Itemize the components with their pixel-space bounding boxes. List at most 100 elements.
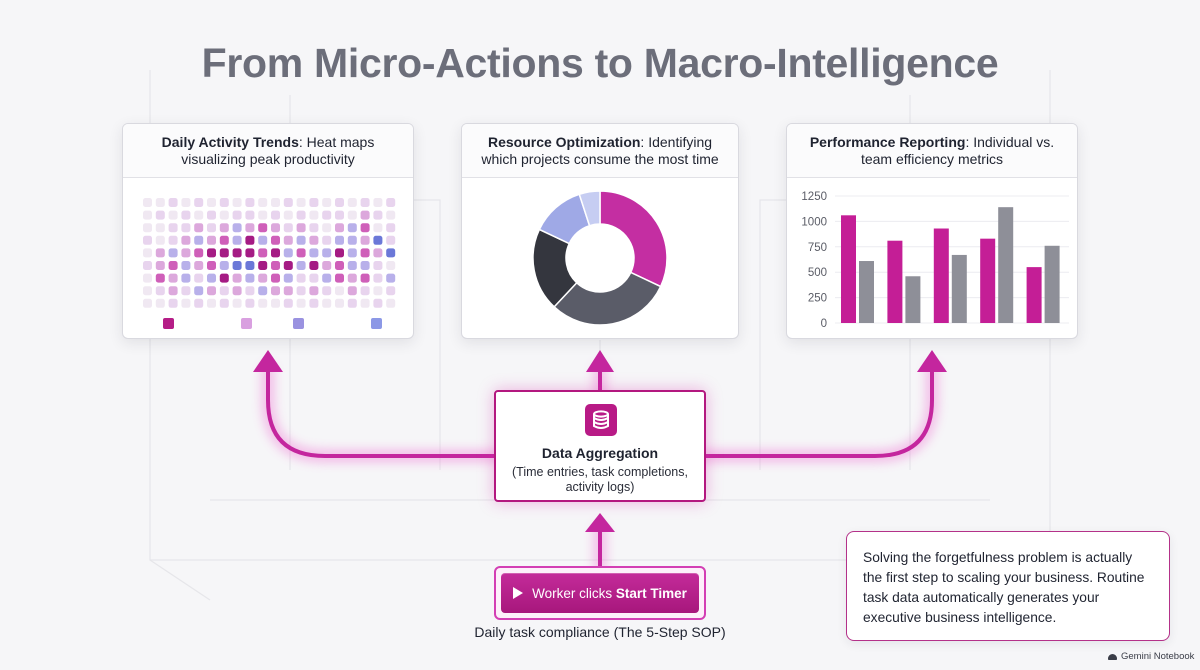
heatmap-cell: [168, 248, 178, 258]
brand-watermark: Gemini Notebook: [1108, 651, 1194, 662]
heatmap-cell: [309, 223, 319, 233]
heatmap-cell: [194, 273, 204, 283]
heatmap-cell: [309, 235, 319, 245]
donut-chart: [532, 190, 668, 326]
heatmap-cell: [245, 198, 255, 207]
heatmap-cell: [219, 273, 229, 283]
donut-slice: [599, 190, 668, 288]
start-timer-label: Worker clicks Start Timer: [532, 585, 687, 601]
start-timer-frame: Worker clicks Start Timer: [494, 566, 706, 620]
heatmap-cell: [386, 261, 396, 270]
heatmap-cell: [347, 298, 357, 308]
heatmap-cell: [309, 286, 319, 296]
bar-y-tick-label: 250: [808, 293, 827, 305]
heatmap-cell: [360, 298, 370, 308]
heatmap-cell: [386, 298, 396, 308]
heatmap-cell: [271, 223, 280, 233]
heatmap-cell: [207, 248, 216, 258]
heatmap-cell: [283, 286, 293, 296]
heatmap-cell: [155, 273, 165, 283]
heatmap-cell: [168, 286, 178, 296]
heatmap-cell: [143, 198, 152, 207]
heatmap-cell: [143, 248, 152, 258]
heatmap-cell: [335, 298, 344, 308]
heatmap-cell: [168, 223, 178, 233]
heatmap-cell: [386, 273, 396, 283]
card-title: Performance Reporting: Individual vs. te…: [809, 133, 1055, 167]
heatmap-cell: [322, 286, 332, 296]
heatmap-cell: [219, 198, 229, 207]
arrowhead-right: [917, 350, 947, 372]
heatmap-cell: [296, 286, 306, 296]
heatmap-cell: [309, 248, 319, 258]
bar-y-tick-label: 750: [808, 242, 827, 254]
heatmap-cell: [207, 286, 216, 296]
bar-y-tick-label: 1250: [801, 191, 827, 203]
heatmap-cell: [283, 198, 293, 207]
heatmap-cell: [347, 198, 357, 207]
heatmap-cell: [194, 210, 204, 220]
bar: [951, 254, 967, 323]
heatmap-cell: [194, 298, 204, 308]
heatmap-cell: [143, 298, 152, 308]
bar: [998, 207, 1014, 323]
heatmap-cell: [335, 273, 344, 283]
heatmap-cell: [207, 198, 216, 207]
heatmap-cell: [207, 223, 216, 233]
heatmap-cell: [309, 298, 319, 308]
heatmap-cell: [245, 248, 255, 258]
heatmap-legend-swatch: [241, 318, 252, 329]
heatmap-cell: [245, 286, 255, 296]
heatmap-cell: [194, 248, 204, 258]
heatmap-cell: [360, 223, 370, 233]
heatmap-cell: [386, 223, 396, 233]
heatmap-legend-swatch: [371, 318, 382, 329]
heatmap-cell: [386, 248, 396, 258]
notebook-icon: [1108, 653, 1117, 660]
heatmap-cell: [360, 198, 370, 207]
heatmap-cell: [258, 298, 268, 308]
heatmap-cell: [271, 210, 280, 220]
heatmap-cell: [322, 223, 332, 233]
heatmap-cell: [168, 235, 178, 245]
heatmap-cell: [207, 261, 216, 270]
heatmap-cell: [309, 261, 319, 270]
heatmap-cell: [232, 198, 242, 207]
heatmap-cell: [232, 286, 242, 296]
heatmap-cell: [232, 273, 242, 283]
arrowhead-center: [586, 350, 614, 372]
heatmap-cell: [181, 248, 191, 258]
heatmap-cell: [360, 210, 370, 220]
bar: [841, 215, 856, 323]
heatmap-cell: [207, 273, 216, 283]
heatmap-cell: [194, 261, 204, 270]
heatmap-cell: [181, 261, 191, 270]
heatmap-cell: [271, 261, 280, 270]
callout-box: Solving the forgetfulness problem is act…: [846, 531, 1170, 641]
heatmap-cell: [322, 248, 332, 258]
heatmap-cell: [360, 261, 370, 270]
heatmap-cell: [322, 261, 332, 270]
heatmap-cell: [322, 210, 332, 220]
heatmap-cell: [194, 235, 204, 245]
heatmap-cell: [296, 235, 306, 245]
heatmap-cell: [245, 235, 255, 245]
connector-left: [266, 370, 494, 458]
connector-right: [706, 370, 934, 458]
start-timer-button[interactable]: Worker clicks Start Timer: [501, 573, 699, 613]
heatmap-cell: [335, 235, 344, 245]
heatmap-cell: [258, 235, 268, 245]
heatmap-cell: [373, 273, 383, 283]
arrowhead-left: [253, 350, 283, 372]
card-header: Daily Activity Trends: Heat maps visuali…: [123, 124, 413, 178]
heatmap-cell: [296, 261, 306, 270]
heatmap-cell: [322, 273, 332, 283]
heatmap-cell: [232, 261, 242, 270]
heatmap-cell: [181, 223, 191, 233]
bar: [1026, 267, 1042, 323]
heatmap-cell: [296, 298, 306, 308]
bar: [1044, 245, 1060, 323]
heatmap-cell: [283, 235, 293, 245]
